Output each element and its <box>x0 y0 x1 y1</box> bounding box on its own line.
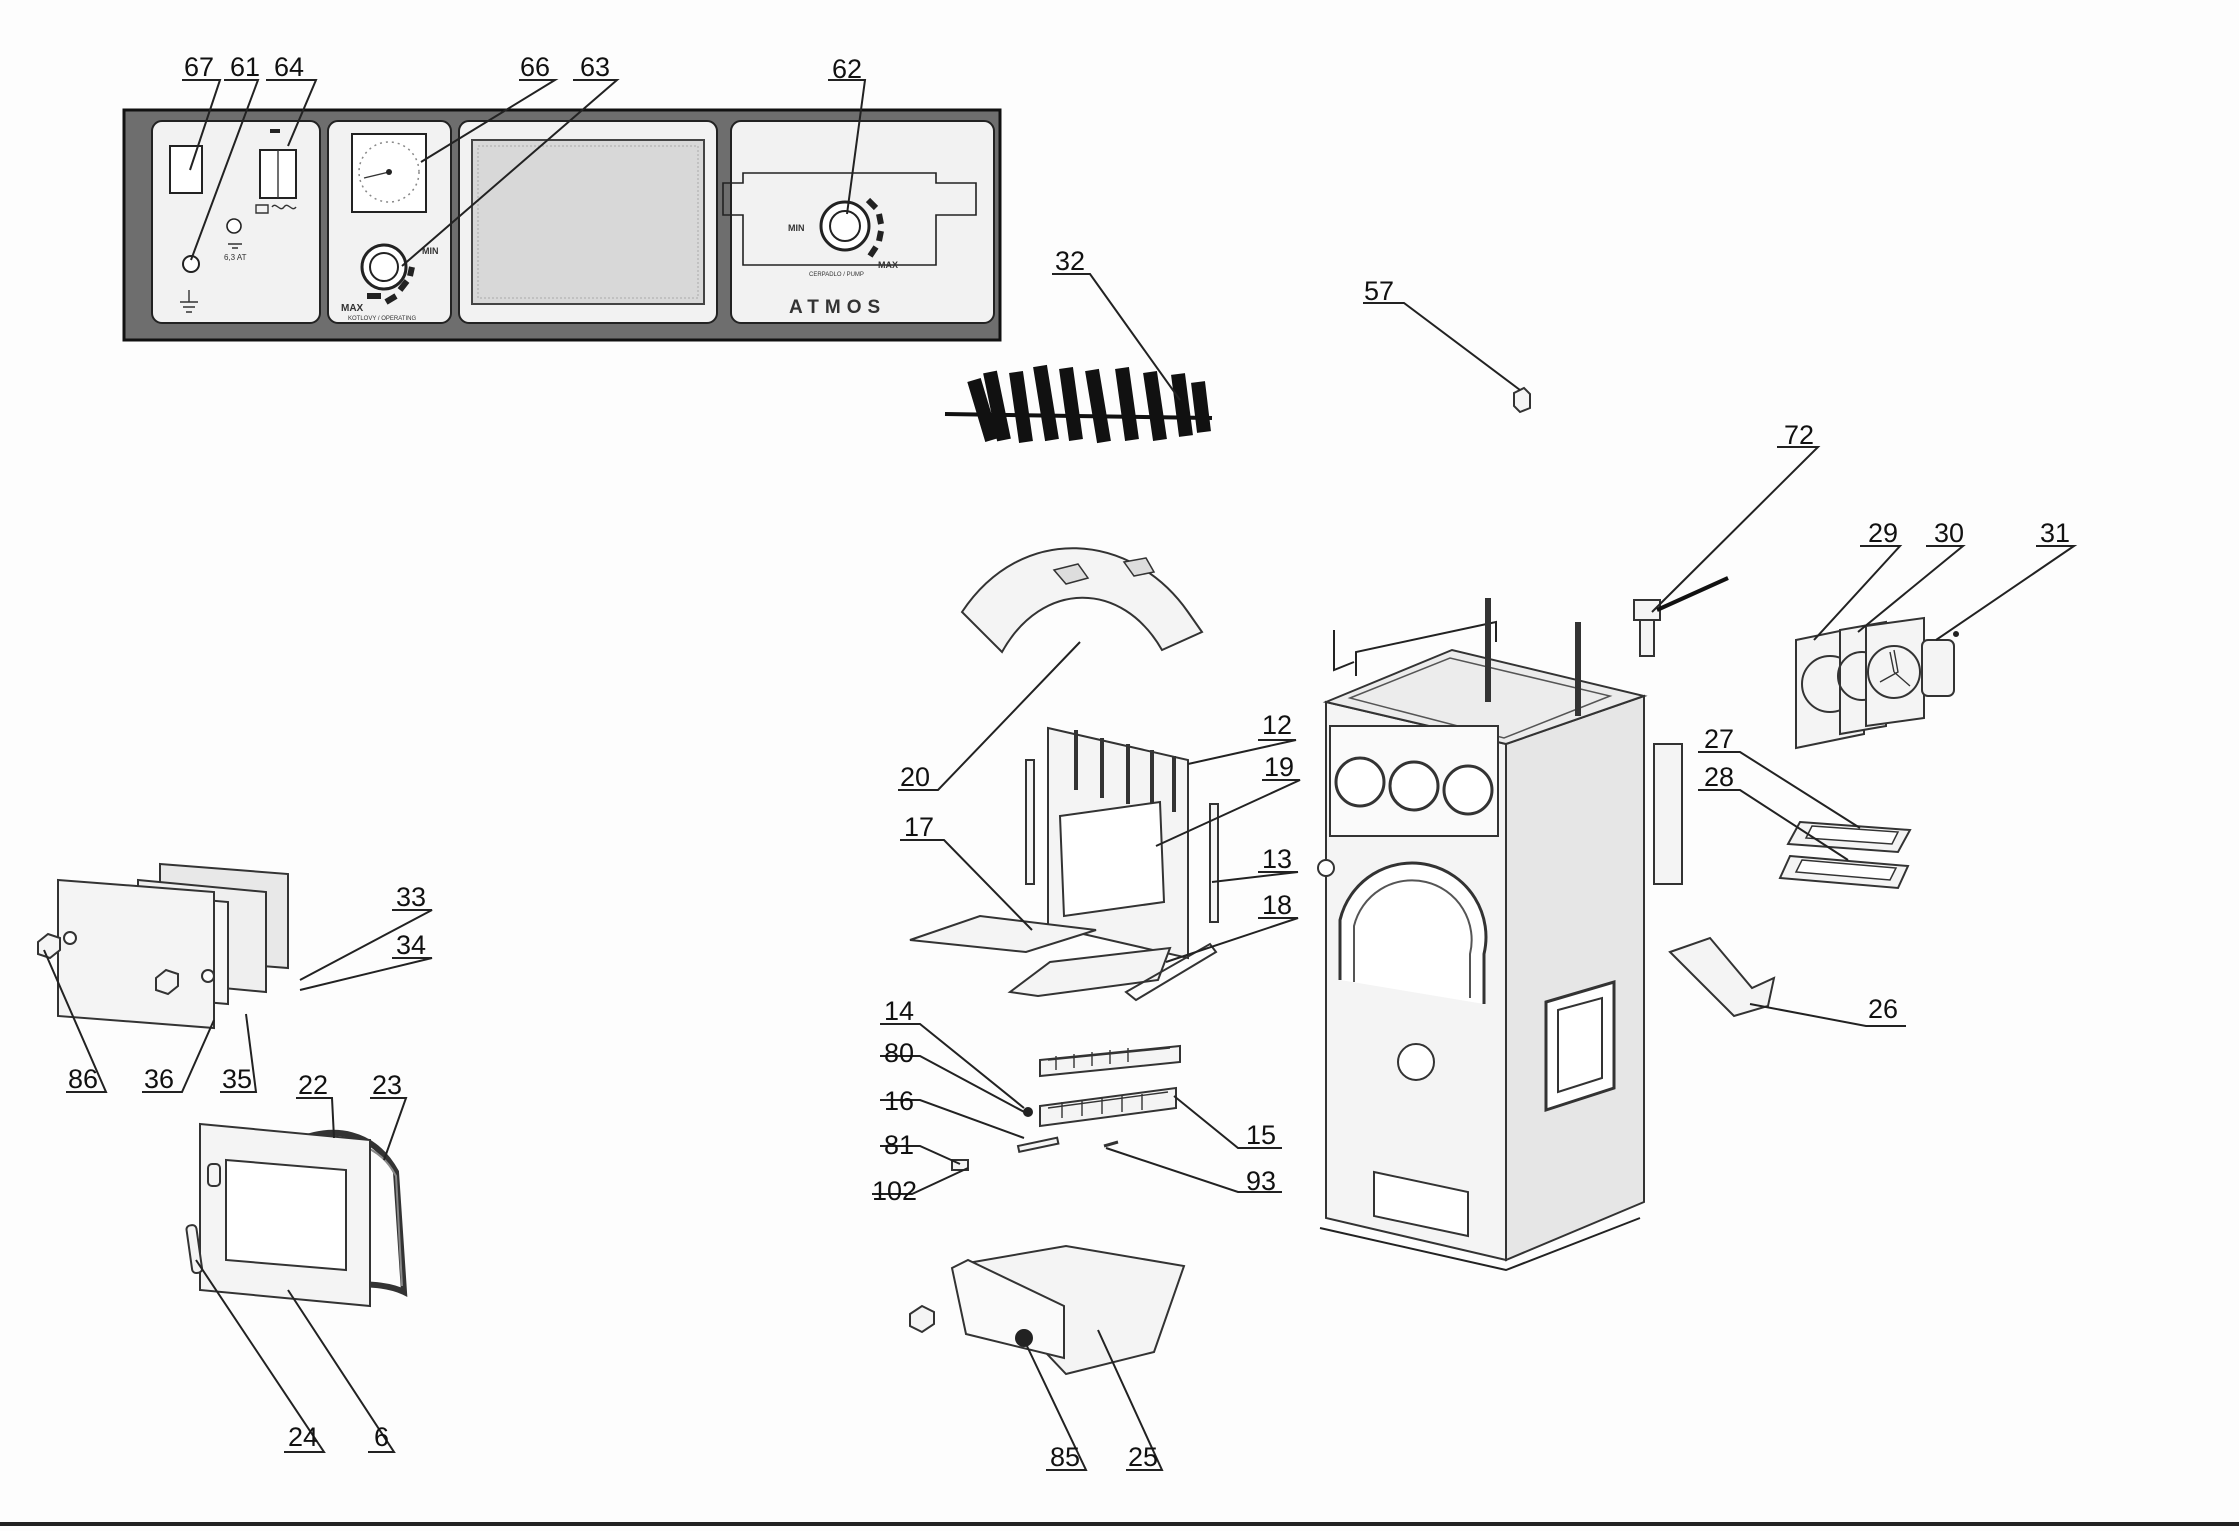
callout-6: 6 <box>374 1422 389 1452</box>
callout-26: 26 <box>1868 994 1898 1024</box>
callout-17: 17 <box>904 812 934 842</box>
side-door <box>37 862 289 1030</box>
callout-93: 93 <box>1246 1166 1276 1196</box>
callout-66: 66 <box>520 52 550 82</box>
callout-62: 62 <box>832 54 862 84</box>
callout-16: 16 <box>884 1086 914 1116</box>
callout-18: 18 <box>1262 890 1292 920</box>
callout-24: 24 <box>288 1422 318 1452</box>
ash-drawer <box>909 1244 1186 1376</box>
callout-86: 86 <box>68 1064 98 1094</box>
control-panel: 6,3 AT MAX MIN KOTLOVY / OPERATING MIN M… <box>122 108 1002 342</box>
boiler-body <box>1317 598 1683 1272</box>
callout-32: 32 <box>1055 246 1085 276</box>
callout-72: 72 <box>1784 420 1814 450</box>
callout-81: 81 <box>884 1130 914 1160</box>
fan-assembly <box>1795 616 1959 750</box>
callout-22: 22 <box>298 1070 328 1100</box>
callout-63: 63 <box>580 52 610 82</box>
callout-64: 64 <box>274 52 304 82</box>
ventilation-grille <box>471 139 705 305</box>
callout-102: 102 <box>872 1176 917 1206</box>
callout-29: 29 <box>1868 518 1898 548</box>
callout-28: 28 <box>1704 762 1734 792</box>
brand-logo-text: ATMOS <box>789 297 886 318</box>
boiler-min-label: MIN <box>422 246 439 256</box>
boiler-max-label: MAX <box>341 303 364 314</box>
boiler-thermostat-label: KOTLOVY / OPERATING <box>348 316 416 322</box>
grate-parts <box>951 1044 1181 1171</box>
fuse-holder <box>182 255 200 273</box>
callout-labels: 67 61 64 66 63 62 32 57 72 29 30 31 20 1… <box>68 52 2070 1472</box>
callout-12: 12 <box>1262 710 1292 740</box>
sensor-part <box>1513 386 1531 414</box>
callout-85: 85 <box>1050 1442 1080 1472</box>
callout-19: 19 <box>1264 752 1294 782</box>
callout-14: 14 <box>884 996 914 1026</box>
leader-lines <box>43 79 2078 1471</box>
callout-30: 30 <box>1934 518 1964 548</box>
pump-max-label: MAX <box>878 260 898 270</box>
front-door <box>185 1122 408 1308</box>
callout-25: 25 <box>1128 1442 1158 1472</box>
lever-part <box>1668 936 1776 1018</box>
gaskets <box>1778 820 1912 890</box>
callout-35: 35 <box>222 1064 252 1094</box>
tee-fitting <box>1633 576 1729 657</box>
callout-23: 23 <box>372 1070 402 1100</box>
callout-13: 13 <box>1262 844 1292 874</box>
pump-thermostat-label: CERPADLO / PUMP <box>809 272 864 278</box>
cleaning-brush <box>944 364 1213 444</box>
callout-34: 34 <box>396 930 426 960</box>
callout-20: 20 <box>900 762 930 792</box>
callout-33: 33 <box>396 882 426 912</box>
callout-36: 36 <box>144 1064 174 1094</box>
callout-15: 15 <box>1246 1120 1276 1150</box>
firebox-parts <box>909 547 1219 1002</box>
callout-80: 80 <box>884 1038 914 1068</box>
callout-67: 67 <box>184 52 214 82</box>
ground-icon <box>180 290 198 313</box>
callout-61: 61 <box>230 52 260 82</box>
fuse-label: 6,3 AT <box>224 253 247 262</box>
callout-57: 57 <box>1364 276 1394 306</box>
pump-min-label: MIN <box>788 223 805 233</box>
main-switch <box>169 145 203 194</box>
callout-31: 31 <box>2040 518 2070 548</box>
callout-27: 27 <box>1704 724 1734 754</box>
